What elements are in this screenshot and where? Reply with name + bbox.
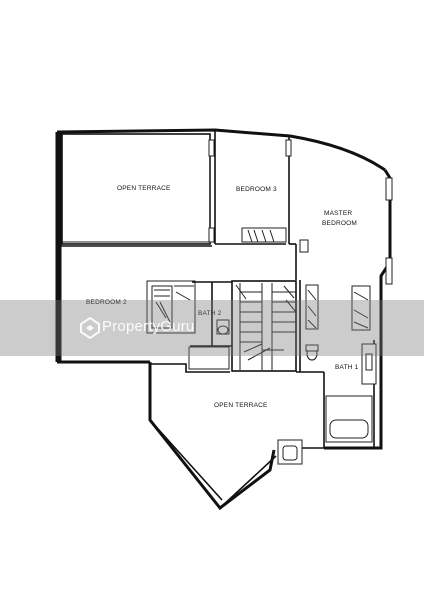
outer-walls xyxy=(55,128,393,450)
bedroom-2 xyxy=(60,245,213,346)
open-terrace-top xyxy=(61,133,215,245)
bath-1 xyxy=(299,280,377,448)
label-open-terrace-top: OPEN TERRACE xyxy=(117,185,171,192)
label-bedroom-2: BEDROOM 2 xyxy=(86,299,127,306)
bedroom-3 xyxy=(214,130,292,245)
label-bedroom-3: BEDROOM 3 xyxy=(236,186,277,193)
label-bath-1: BATH 1 xyxy=(335,364,359,371)
label-master-bedroom-line1: MASTER xyxy=(324,210,352,217)
label-master-bedroom-line2: BEDROOM xyxy=(322,220,357,227)
bath-2 xyxy=(188,281,232,370)
open-terrace-bottom xyxy=(148,362,324,511)
stairs xyxy=(231,280,297,372)
label-open-terrace-bottom: OPEN TERRACE xyxy=(214,402,268,409)
watermark-band xyxy=(0,300,424,356)
watermark-text: PropertyGuru xyxy=(102,318,195,335)
label-bath-2: BATH 2 xyxy=(198,310,222,317)
master-bedroom xyxy=(289,239,309,280)
propertyguru-logo-icon xyxy=(80,317,100,339)
